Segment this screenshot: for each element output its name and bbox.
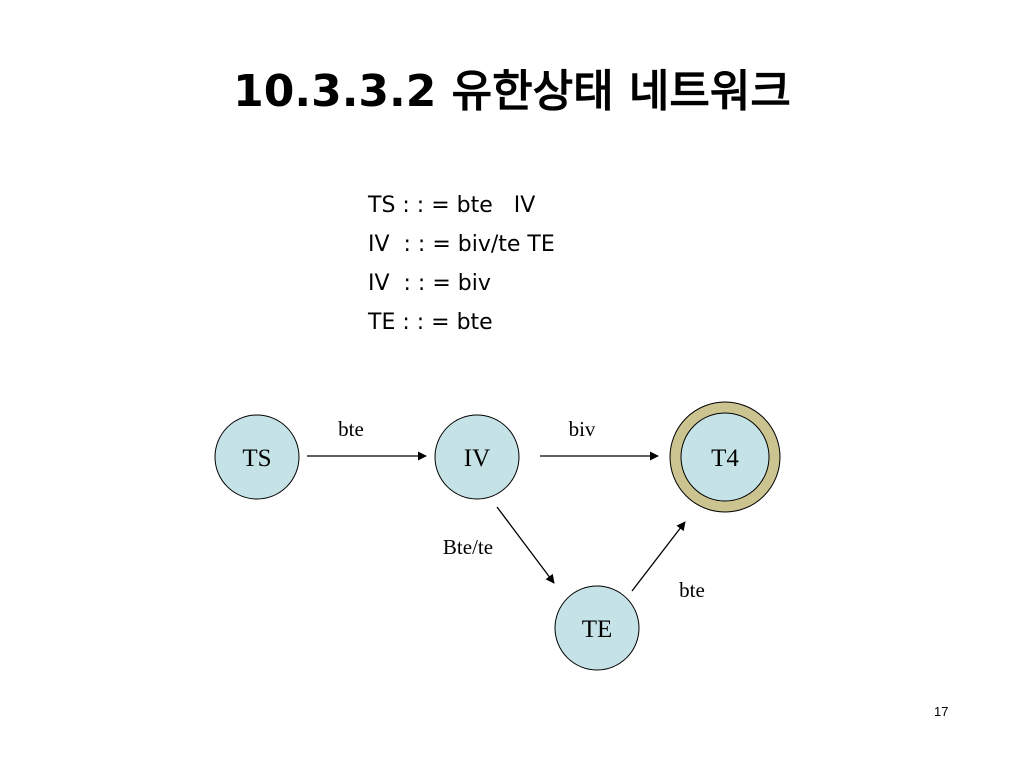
state-node-iv bbox=[434, 414, 520, 500]
edge-iv-te bbox=[496, 506, 555, 584]
grammar-rules: TS : : = bte IV IV : : = biv/te TE IV : … bbox=[368, 186, 555, 342]
node-label-t4: T4 bbox=[711, 445, 739, 472]
slide-title: 10.3.3.2 유한상태 네트워크 bbox=[233, 66, 791, 117]
edge-label-iv-te: Bte/te bbox=[443, 535, 493, 559]
page-number: 17 bbox=[934, 704, 949, 719]
node-label-te: TE bbox=[582, 616, 613, 643]
edge-te-t4 bbox=[631, 521, 686, 592]
node-label-ts: TS bbox=[242, 445, 271, 472]
edge-label-iv-t4: biv bbox=[569, 417, 596, 441]
rule-line: TE : : = bte bbox=[368, 310, 493, 335]
state-node-te bbox=[554, 585, 640, 671]
rule-line: IV : : = biv/te TE bbox=[368, 232, 555, 257]
edge-label-ts-iv: bte bbox=[338, 417, 364, 441]
node-label-iv: IV bbox=[464, 445, 490, 472]
state-node-t4 bbox=[680, 412, 770, 502]
state-node-ts bbox=[214, 414, 300, 500]
edge-label-te-t4: bte bbox=[679, 578, 705, 602]
rule-line: IV : : = biv bbox=[368, 271, 491, 296]
rule-line: TS : : = bte IV bbox=[368, 193, 536, 218]
